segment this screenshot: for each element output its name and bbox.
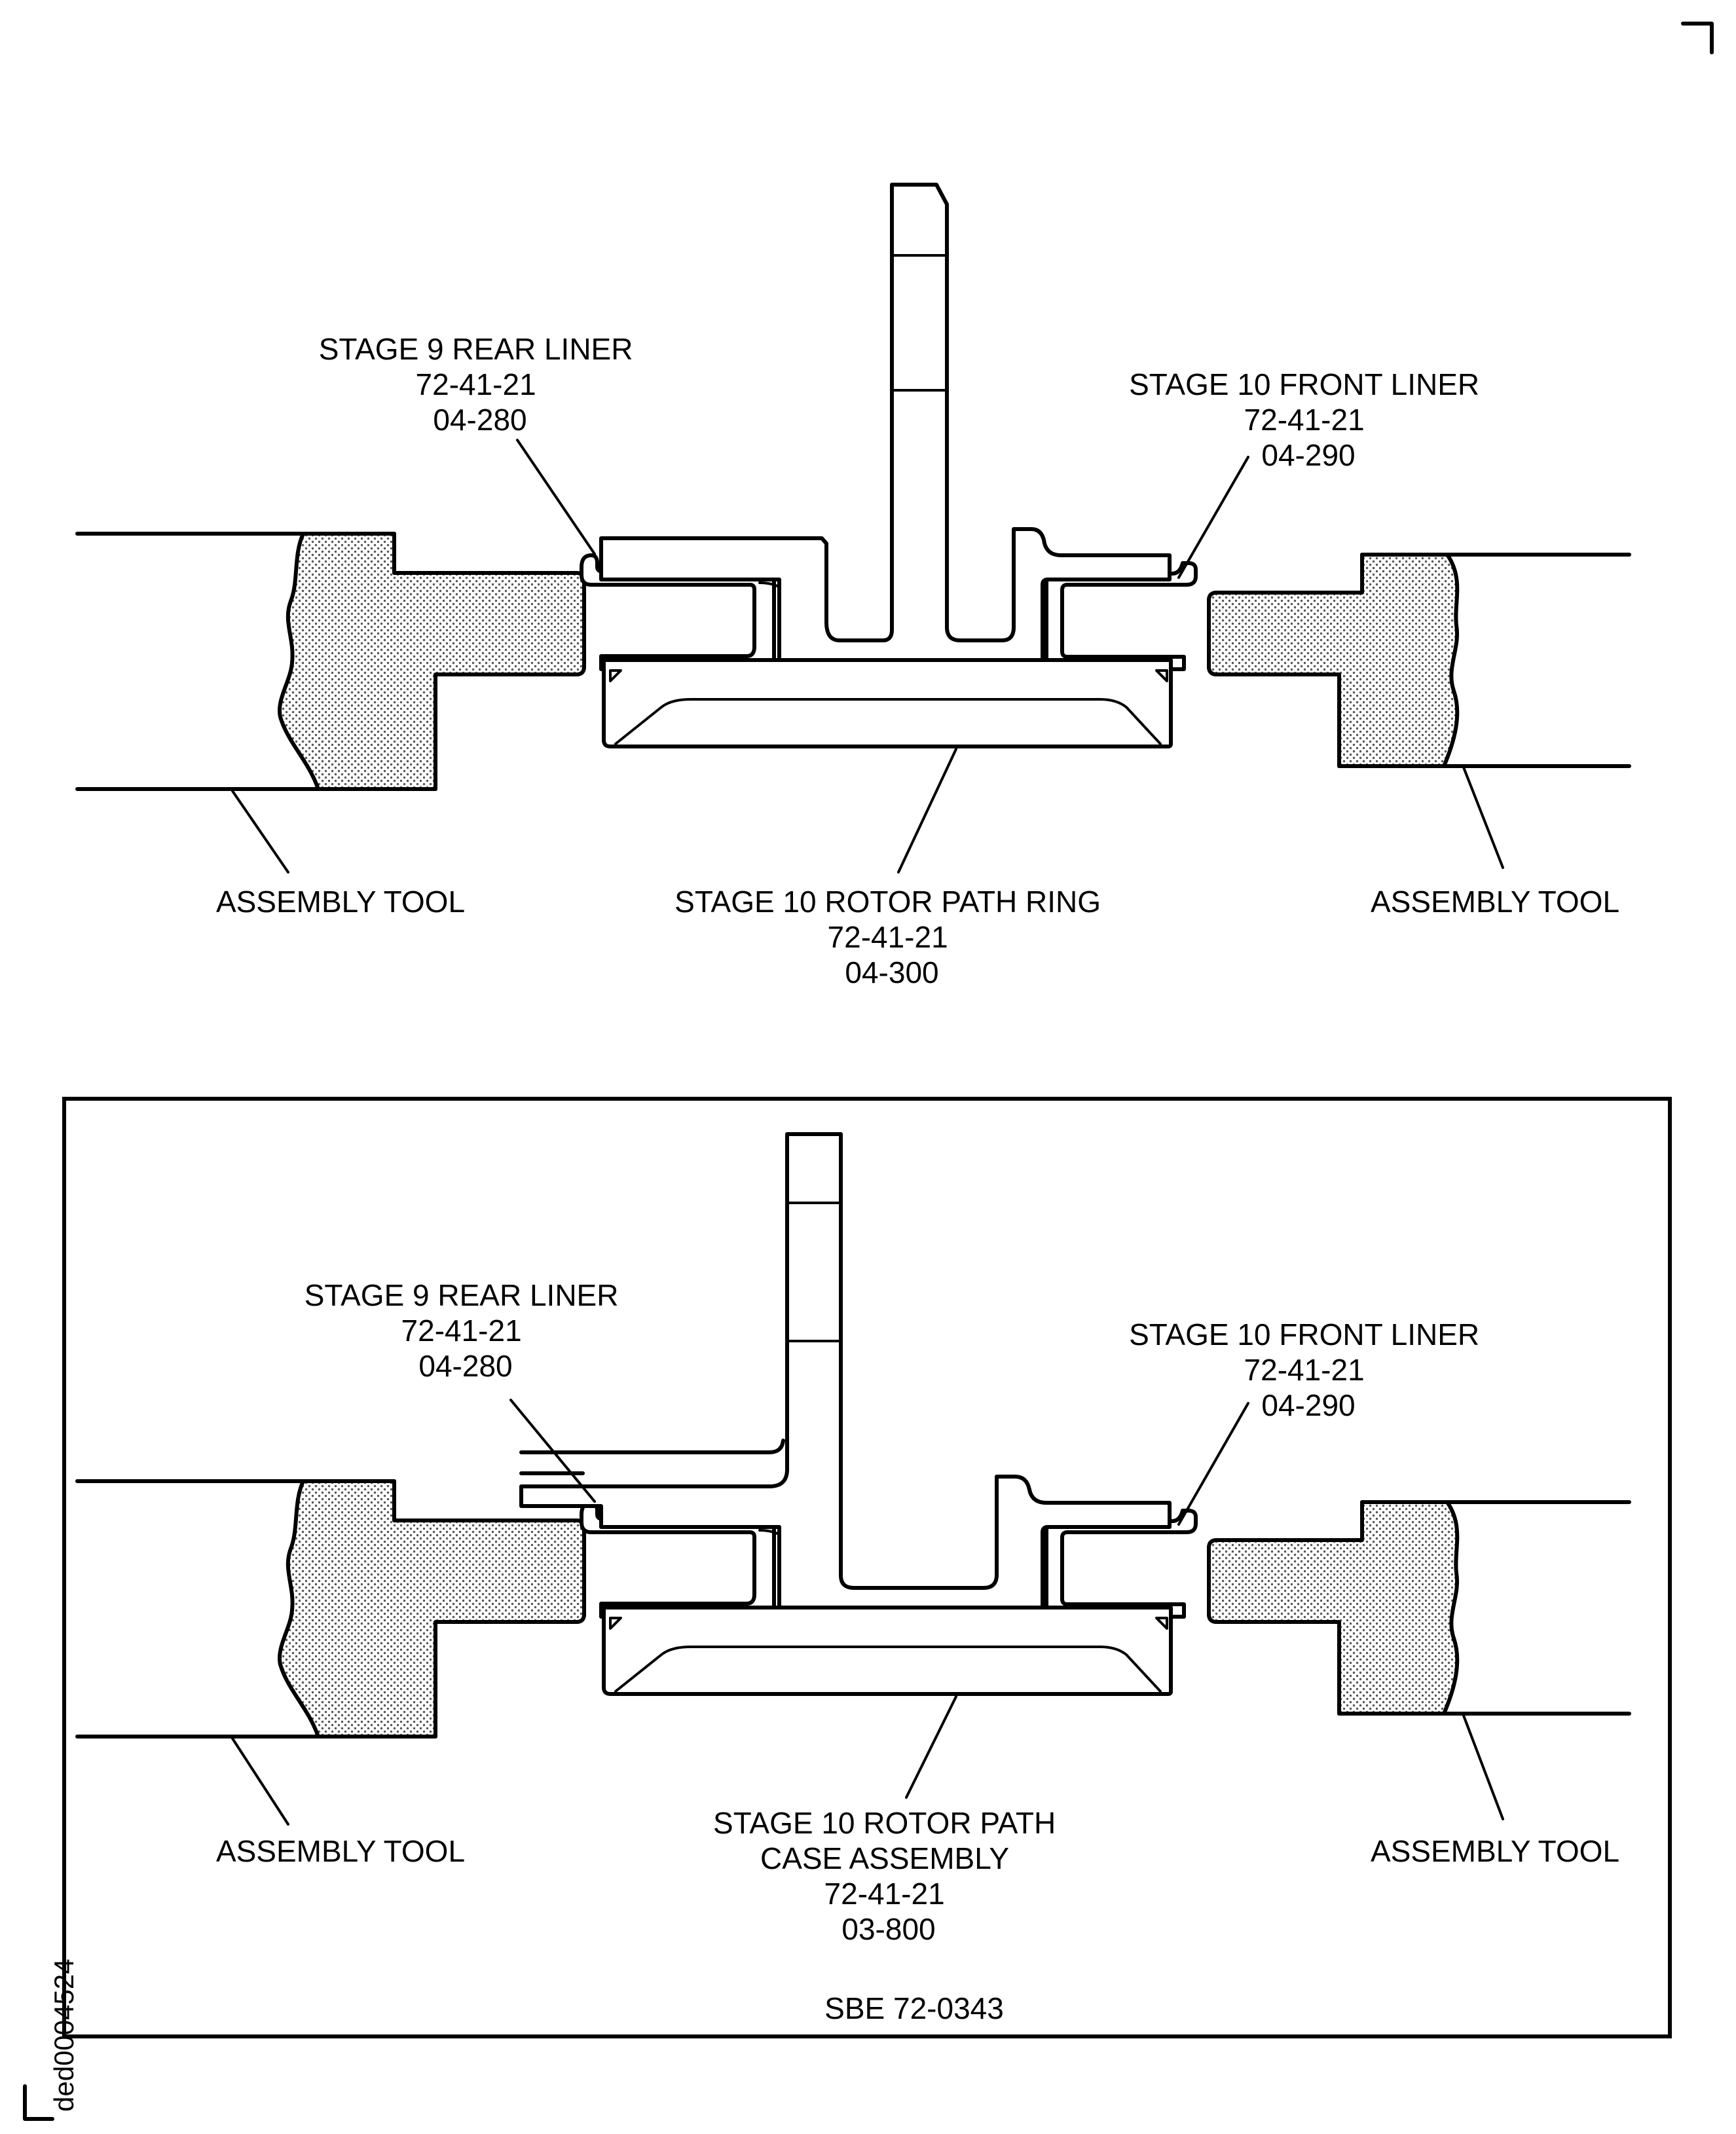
rotor-path-case-assembly (519, 1132, 1172, 1610)
top-center-part-label: STAGE 10 ROTOR PATH RING 72-41-21 04-300 (674, 885, 1109, 989)
bottom-rear-liner-line3: 04-280 (418, 1349, 512, 1383)
top-center-line1: STAGE 10 ROTOR PATH RING (674, 885, 1101, 919)
rotor-path-ring-top (599, 183, 1172, 662)
bottom-right-tool-label: ASSEMBLY TOOL (1371, 1834, 1619, 1868)
bottom-left-tool-label: ASSEMBLY TOOL (216, 1834, 465, 1868)
top-center-line2: 72-41-21 (828, 920, 948, 954)
bottom-front-liner-line2: 72-41-21 (1244, 1353, 1365, 1387)
bottom-rear-liner-line2: 72-41-21 (401, 1314, 522, 1348)
bottom-front-liner-line1: STAGE 10 FRONT LINER (1129, 1317, 1479, 1352)
top-view (77, 183, 1629, 874)
top-front-liner-line3: 04-290 (1261, 438, 1355, 472)
top-rear-liner-line3: 04-280 (433, 403, 526, 437)
bottom-center-line1: STAGE 10 ROTOR PATH (713, 1806, 1056, 1840)
bottom-center-line4: 03-800 (841, 1912, 935, 1946)
top-center-line3: 04-300 (845, 955, 938, 989)
bottom-view (77, 1132, 1629, 1826)
bottom-center-line2: CASE ASSEMBLY (760, 1841, 1008, 1875)
top-right-tool-label: ASSEMBLY TOOL (1371, 885, 1619, 919)
service-bulletin-reference: SBE 72-0343 (824, 1991, 1004, 2025)
bottom-rear-liner-line1: STAGE 9 REAR LINER (305, 1278, 619, 1312)
corner-crop-mark (1681, 22, 1714, 54)
bottom-rear-liner-label: STAGE 9 REAR LINER 72-41-21 04-280 (305, 1278, 627, 1383)
bottom-view-frame (62, 1097, 1672, 2038)
bottom-center-line3: 72-41-21 (824, 1877, 945, 1911)
bottom-center-part-label: STAGE 10 ROTOR PATH CASE ASSEMBLY 72-41-… (713, 1806, 1064, 1946)
top-rear-liner-line1: STAGE 9 REAR LINER (319, 332, 633, 366)
top-front-liner-label: STAGE 10 FRONT LINER 72-41-21 04-290 (1129, 367, 1488, 472)
top-rear-liner-line2: 72-41-21 (416, 367, 536, 401)
top-rear-liner-label: STAGE 9 REAR LINER 72-41-21 04-280 (319, 332, 642, 437)
top-front-liner-line2: 72-41-21 (1244, 403, 1365, 437)
top-left-tool-label: ASSEMBLY TOOL (216, 885, 465, 919)
top-front-liner-line1: STAGE 10 FRONT LINER (1129, 367, 1479, 401)
drawing-id: ded0004524 (48, 1959, 79, 2112)
corner-crop-mark-bottom (23, 2084, 54, 2121)
bottom-front-liner-line3: 04-290 (1261, 1388, 1355, 1422)
bottom-front-liner-label: STAGE 10 FRONT LINER 72-41-21 04-290 (1129, 1317, 1488, 1422)
